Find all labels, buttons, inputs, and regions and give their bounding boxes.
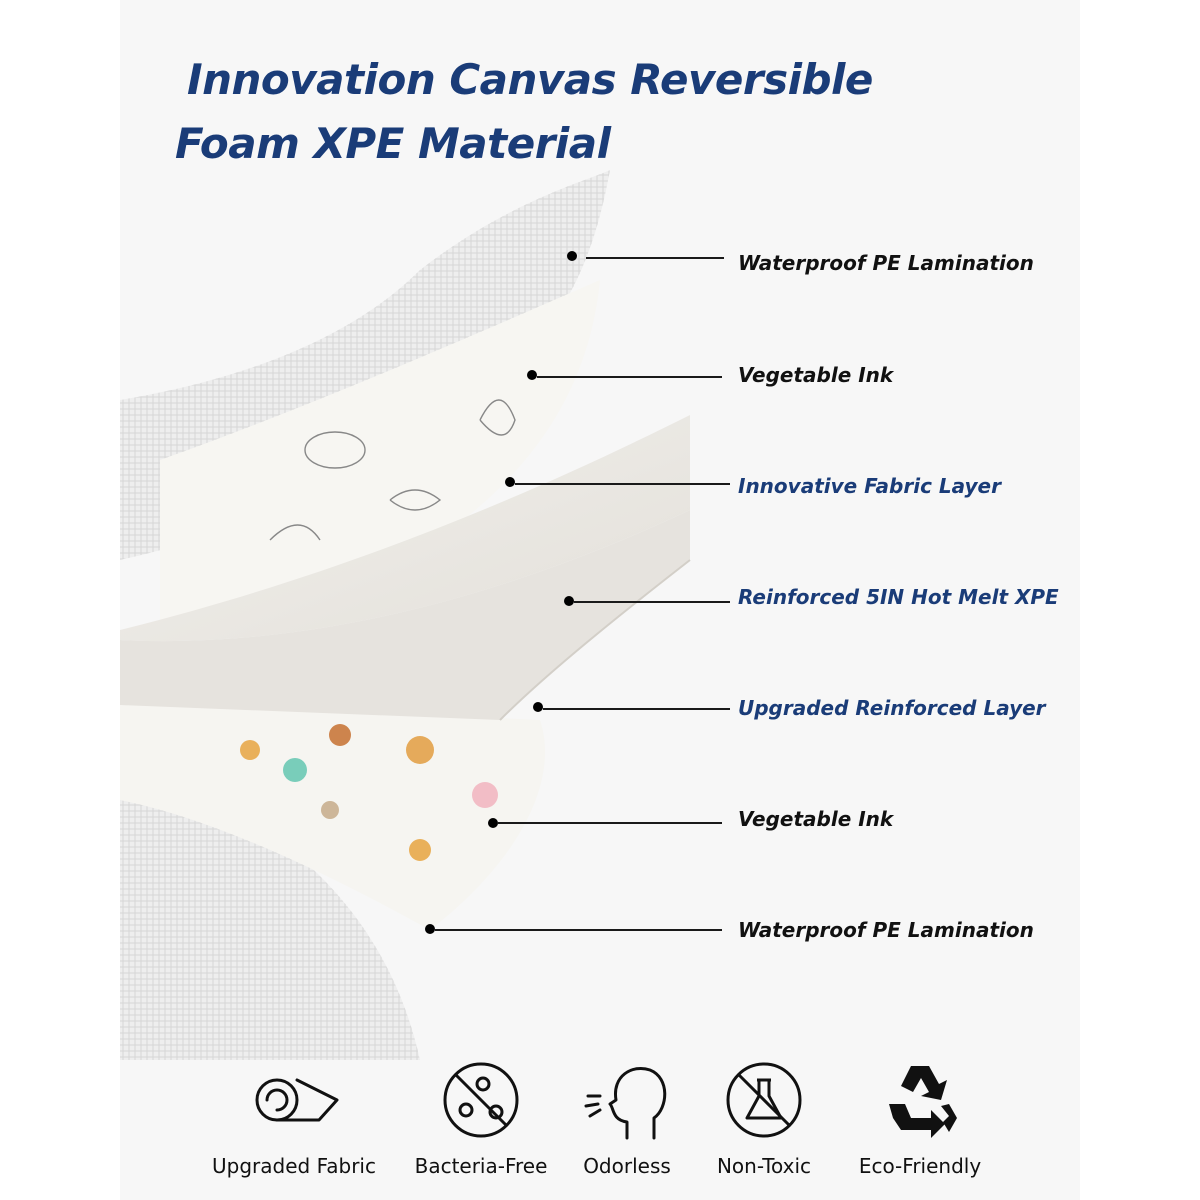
no-bacteria-icon [443,1062,519,1138]
foam-core-edge [499,559,691,721]
mat-layers-illustration [120,170,691,1060]
recycle-icon [889,1066,957,1138]
layer-label-reinforced-xpe: Reinforced 5IN Hot Melt XPE [738,585,1059,609]
callout-dot-5 [533,702,543,712]
callout-dot-1 [567,251,577,261]
fabric-roll-icon [255,1078,339,1122]
sketch-prints [269,399,516,541]
layer-label-vegetable-ink-top: Vegetable Ink [738,363,894,387]
left-margin-strip [0,0,120,1200]
feature-upgraded-fabric: Upgraded Fabric [204,1060,384,1180]
right-margin-strip [1080,0,1200,1200]
callout-dot-4 [564,596,574,606]
animal-prints [240,724,498,861]
feature-bacteria-free: Bacteria-Free [391,1060,571,1180]
feature-label: Upgraded Fabric [212,1154,376,1178]
foam-core-top [120,415,690,642]
callout-line-1 [586,257,724,259]
layer-label-vegetable-ink-bottom: Vegetable Ink [738,807,894,831]
layer-label-upgraded-reinforced: Upgraded Reinforced Layer [738,696,1046,720]
callout-line-4 [574,601,730,603]
callout-dot-2 [527,370,537,380]
feature-eco-friendly: Eco-Friendly [830,1060,1010,1180]
feature-label: Eco-Friendly [858,1154,982,1178]
no-chemical-flask-icon [726,1062,802,1138]
title-line-1: Innovation Canvas Reversible [187,55,873,104]
ink-printed-sheet [160,280,600,630]
callout-dot-3 [505,477,515,487]
callout-line-3 [515,483,730,485]
foam-core-side [120,510,690,720]
callout-dot-7 [425,924,435,934]
layer-label-waterproof-pe-bottom: Waterproof PE Lamination [738,918,1034,942]
bottom-mesh-layer [120,760,420,1060]
odorless-face-icon [584,1067,667,1140]
title-line-2: Foam XPE Material [175,119,611,168]
feature-label: Odorless [583,1154,671,1178]
feature-odorless: Odorless [537,1060,717,1180]
feature-label: Non-Toxic [716,1154,812,1178]
layer-label-innovative-fabric: Innovative Fabric Layer [738,474,1001,498]
callout-line-7 [435,929,722,931]
feature-non-toxic: Non-Toxic [674,1060,854,1180]
callout-dot-6 [488,818,498,828]
feature-label: Bacteria-Free [414,1154,548,1178]
callout-line-5 [543,708,730,710]
callout-line-2 [537,376,722,378]
page-title: Innovation Canvas Reversible Foam XPE Ma… [175,48,873,176]
layer-label-waterproof-pe-top: Waterproof PE Lamination [738,251,1034,275]
callout-line-6 [498,822,722,824]
